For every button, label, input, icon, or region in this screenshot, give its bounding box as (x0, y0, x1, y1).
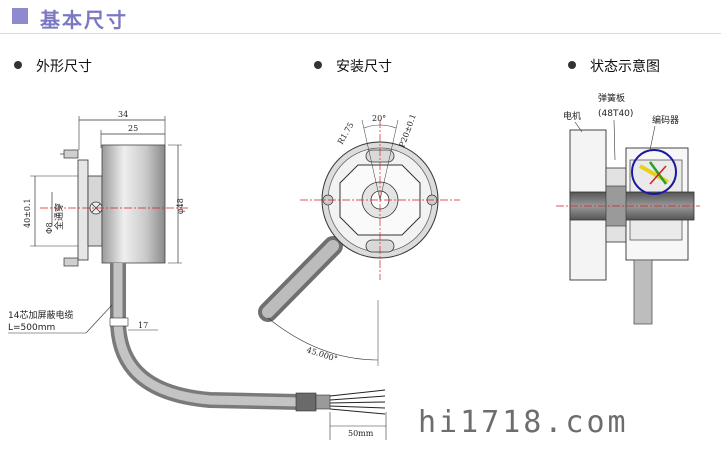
dim-angle: 20° (372, 114, 386, 123)
dim-pcd: P20±0.1 (397, 113, 417, 149)
outline-view: 34 25 φ48 40±0.1 Φ8 全通穿 (8, 110, 387, 440)
cable-desc: 14芯加屏蔽电缆 (8, 309, 73, 321)
section-state-label: 状态示意图 (590, 59, 660, 75)
bullet-icon (314, 61, 322, 69)
dim-width-body: 25 (128, 124, 138, 133)
label-spring: 弹簧板 (598, 92, 625, 104)
install-view: 20° R1.75 P20±0.1 45.000° (258, 113, 460, 366)
dim-cable-offset: 17 (138, 321, 148, 330)
dim-shaft: Φ8 (45, 222, 54, 234)
dim-height-tol: 40±0.1 (23, 198, 32, 228)
dim-shaft-note: 全通穿 (53, 203, 65, 230)
label-motor: 电机 (563, 110, 581, 122)
section-outline-label: 外形尺寸 (36, 59, 92, 75)
cable-length: L=500mm (8, 323, 55, 333)
watermark: hi1718.com (418, 405, 629, 440)
page-title: 基本尺寸 (40, 8, 128, 32)
label-encoder: 编码器 (652, 114, 679, 126)
section-outline: 外形尺寸 (14, 56, 92, 76)
dim-radius: R1.75 (336, 121, 356, 146)
dim-diameter: φ48 (176, 198, 185, 214)
dim-lead-length: 50mm (348, 429, 374, 438)
header-divider (0, 33, 721, 34)
dim-width-total: 34 (118, 110, 128, 119)
bullet-icon (568, 61, 576, 69)
state-view: 电机 弹簧板 (48T40) 编码器 (556, 92, 700, 325)
header-square-icon (12, 8, 28, 24)
label-spring-model: (48T40) (598, 109, 633, 119)
bullet-icon (14, 61, 22, 69)
dim-cable-angle: 45.000° (305, 345, 338, 363)
section-install: 安装尺寸 (314, 56, 392, 76)
section-install-label: 安装尺寸 (336, 59, 392, 75)
page-header: 基本尺寸 (0, 0, 721, 34)
section-state: 状态示意图 (568, 56, 660, 76)
